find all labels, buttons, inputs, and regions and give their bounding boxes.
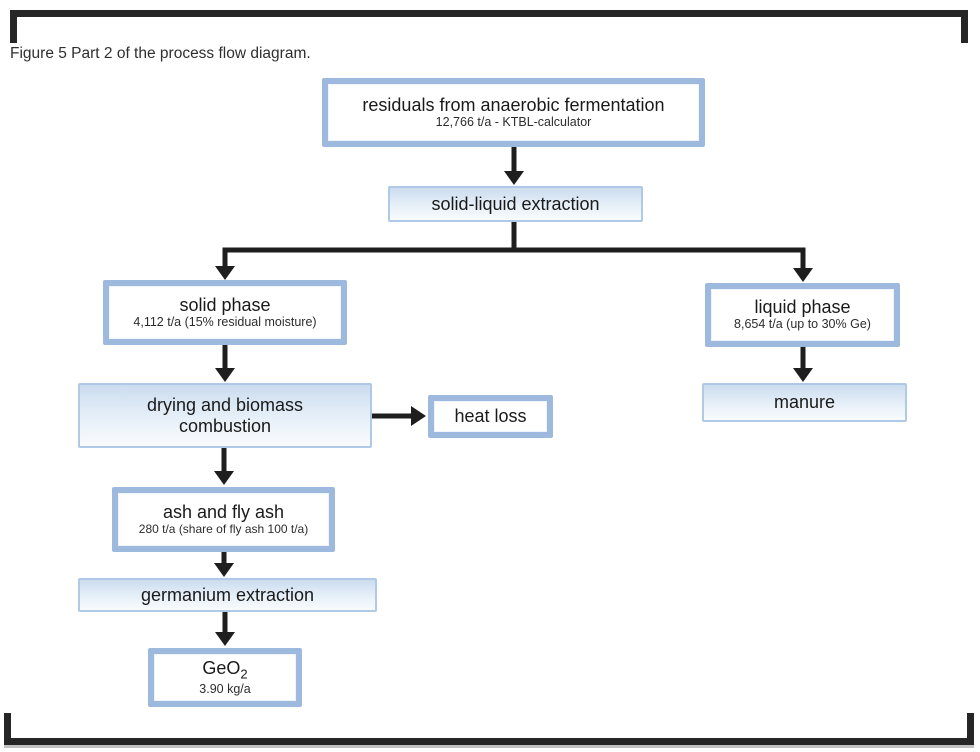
node-solid-phase-subtitle: 4,112 t/a (15% residual moisture): [133, 314, 317, 329]
arrowhead-germanium: [214, 563, 234, 577]
arrowhead-liquid-phase: [793, 268, 813, 282]
arrowhead-ash: [214, 471, 234, 485]
node-solid-liquid-extraction: solid-liquid extraction: [388, 186, 643, 222]
node-ash: ash and fly ash 280 t/a (share of fly as…: [112, 487, 335, 552]
frame-top-bar: [10, 10, 968, 17]
node-liquid-phase-subtitle: 8,654 t/a (up to 30% Ge): [734, 317, 871, 332]
arrowhead-extraction: [504, 171, 524, 185]
node-drying-title: drying and biomass combustion: [146, 395, 304, 436]
node-residuals-title: residuals from anaerobic fermentation: [362, 94, 665, 115]
node-germanium-extraction-title: germanium extraction: [140, 584, 315, 605]
node-ash-subtitle: 280 t/a (share of fly ash 100 t/a): [138, 522, 309, 537]
geo2-subscript: 2: [240, 666, 248, 682]
arrowhead-solid-phase: [215, 266, 235, 280]
node-solid-phase-title: solid phase: [179, 294, 271, 315]
node-residuals-subtitle: 12,766 t/a - KTBL-calculator: [435, 114, 592, 129]
node-geo2: GeO2 3.90 kg/a: [148, 648, 302, 707]
node-manure-title: manure: [773, 392, 836, 413]
figure-caption: Figure 5 Part 2 of the process flow diag…: [10, 45, 311, 62]
frame-bottom-bar: [4, 738, 974, 745]
node-liquid-phase-title: liquid phase: [754, 297, 851, 318]
arrowhead-manure: [793, 368, 813, 382]
node-geo2-title: GeO2: [202, 657, 248, 682]
node-geo2-subtitle: 3.90 kg/a: [199, 681, 251, 696]
node-liquid-phase: liquid phase 8,654 t/a (up to 30% Ge): [705, 283, 900, 347]
node-drying: drying and biomass combustion: [78, 383, 372, 448]
node-residuals: residuals from anaerobic fermentation 12…: [322, 78, 705, 147]
node-manure: manure: [702, 383, 907, 422]
frame-top-left-stub: [10, 10, 17, 43]
node-solid-liquid-extraction-title: solid-liquid extraction: [431, 193, 600, 214]
arrowhead-geo2: [215, 632, 235, 646]
arrowhead-heatloss: [411, 406, 426, 426]
node-solid-phase: solid phase 4,112 t/a (15% residual mois…: [103, 280, 347, 345]
node-ash-title: ash and fly ash: [162, 501, 285, 522]
arrowhead-drying: [215, 368, 235, 382]
frame-bottom-left-stub: [4, 713, 11, 743]
node-heat-loss-title: heat loss: [454, 406, 527, 427]
node-germanium-extraction: germanium extraction: [78, 578, 377, 612]
frame-bottom-right-stub: [967, 713, 974, 743]
frame-top-right-stub: [961, 10, 968, 43]
node-heat-loss: heat loss: [428, 395, 553, 438]
